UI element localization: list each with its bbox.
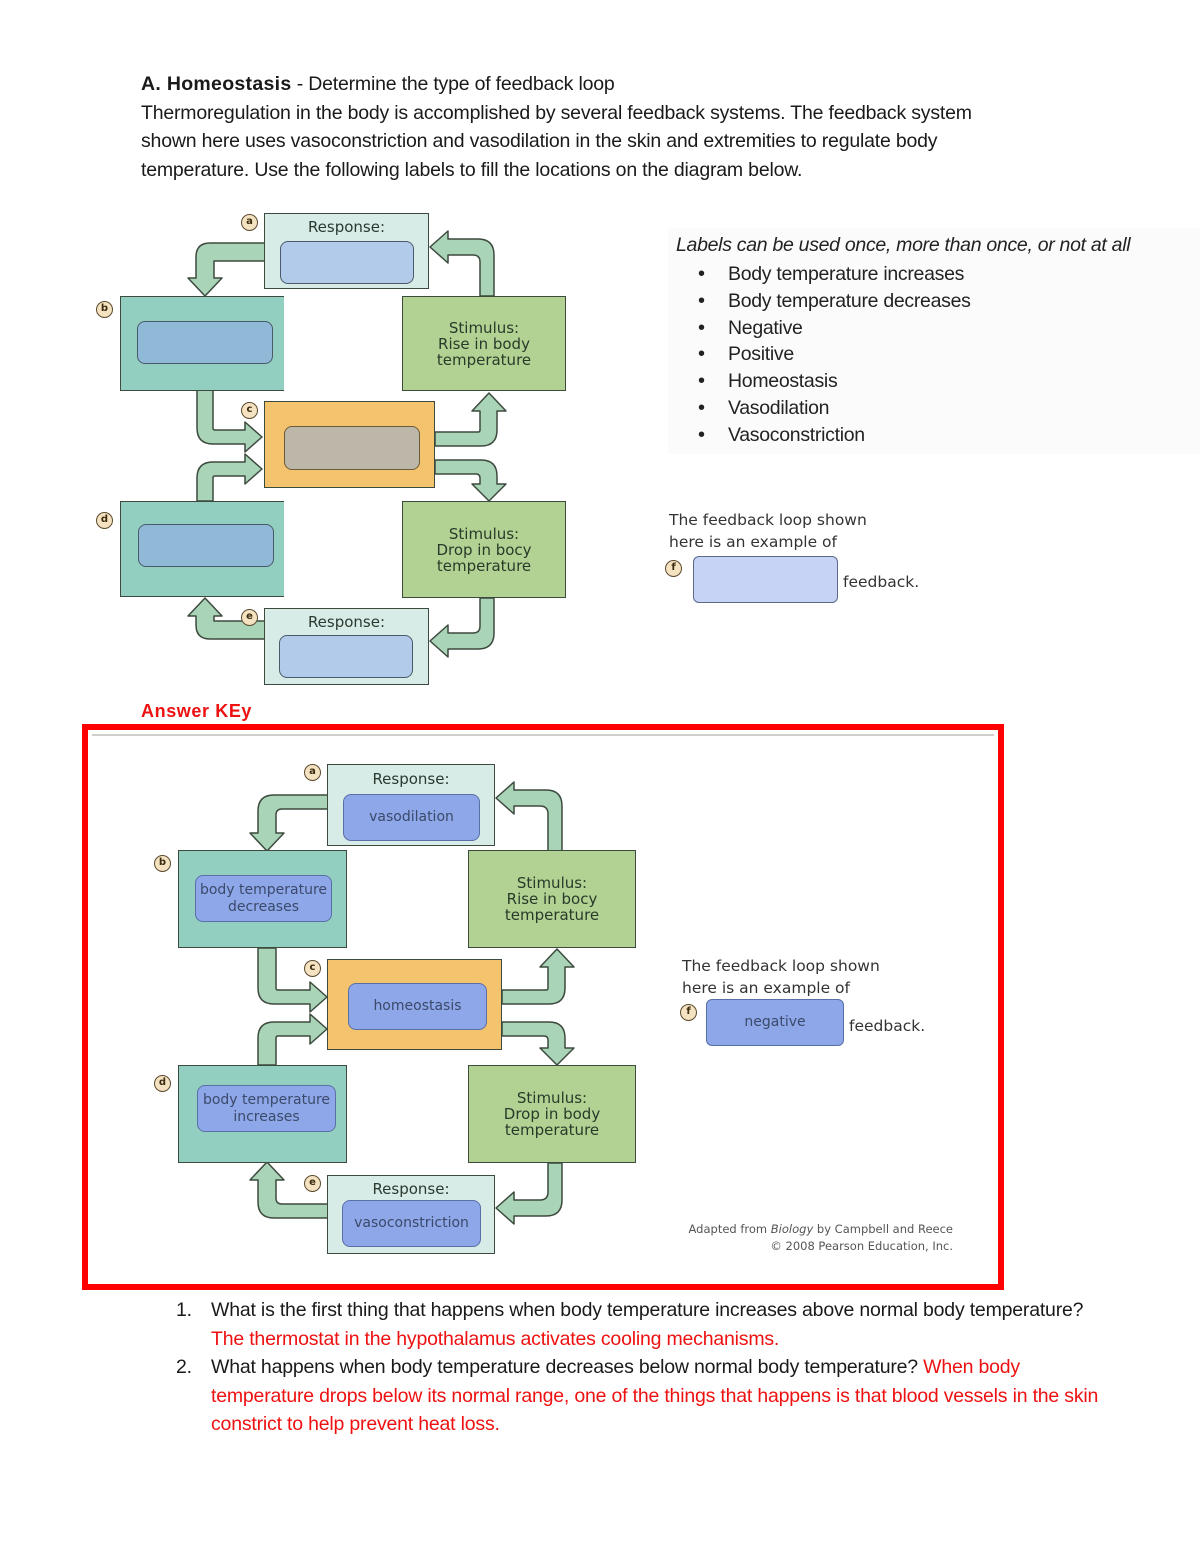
key-slot-c: homeostasis [348, 983, 487, 1030]
key-slot-e: vasoconstriction [342, 1200, 481, 1247]
question-number: 1. [176, 1299, 192, 1321]
credit-pre: Adapted from [688, 1222, 771, 1236]
key-arrow-stimulus-rise-to-a [495, 781, 563, 852]
response-box-bottom: Response: [264, 608, 429, 685]
key-feedback-suffix: feedback. [849, 1017, 926, 1035]
credit-post: by Campbell and Reece [813, 1222, 953, 1236]
control-center-box-c [264, 401, 435, 488]
badge-a: a [241, 214, 258, 231]
key-slot-d: body temperature increases [197, 1085, 336, 1132]
key-feedback-line-2: here is an example of [682, 979, 850, 997]
key-slot-f: negative [706, 999, 844, 1046]
slot-e[interactable] [279, 635, 413, 678]
key-badge-a: a [304, 764, 321, 781]
key-arrow-b-to-c [257, 947, 328, 1013]
stimulus-rise-text: Stimulus: Rise in body temperature [436, 318, 532, 369]
key-stimulus-drop-text: Stimulus: Drop in body temperature [503, 1089, 601, 1139]
feedback-line-1: The feedback loop shown [669, 511, 867, 529]
slot-c[interactable] [284, 426, 420, 470]
stimulus-drop-box: Stimulus: Drop in bocy temperature [402, 501, 566, 598]
feedback-statement: The feedback loop shown here is an examp… [665, 509, 969, 609]
stimulus-drop-text: Stimulus: Drop in bocy temperature [436, 524, 532, 575]
badge-f: f [665, 560, 682, 577]
key-response-box-top: Response: vasodilation [327, 764, 495, 846]
slot-a[interactable] [280, 241, 414, 284]
key-feedback-statement: The feedback loop shown here is an examp… [680, 955, 982, 1055]
intro-line-1: Thermoregulation in the body is accompli… [141, 101, 972, 124]
question-text: What is the first thing that happens whe… [211, 1299, 1084, 1321]
badge-b: b [96, 301, 113, 318]
badge-c: c [241, 402, 258, 419]
credit-line-1: Adapted from Biology by Campbell and Ree… [660, 1221, 953, 1238]
intro-line-2: shown here uses vasoconstriction and vas… [141, 130, 938, 152]
key-badge-e: e [304, 1175, 321, 1192]
response-title-top: Response: [307, 218, 386, 236]
question-number: 2. [176, 1356, 192, 1378]
effector-box-b [120, 296, 284, 391]
stimulus-rise-box: Stimulus: Rise in body temperature [402, 296, 566, 391]
key-arrow-c-to-stimulus-rise [501, 948, 575, 1005]
key-stimulus-drop-box: Stimulus: Drop in body temperature [468, 1065, 636, 1163]
key-stimulus-rise-box: Stimulus: Rise in bocy temperature [468, 850, 636, 948]
key-feedback-line-1: The feedback loop shown [682, 957, 880, 975]
credit-line-2: © 2008 Pearson Education, Inc. [770, 1239, 953, 1253]
badge-e: e [241, 609, 258, 626]
response-title-bottom: Response: [307, 613, 386, 631]
question-item: 1. What is the first thing that happens … [176, 1296, 1116, 1353]
response-box-top: Response: [264, 213, 429, 289]
key-badge-c: c [304, 960, 321, 977]
key-stimulus-rise-text: Stimulus: Rise in bocy temperature [504, 874, 600, 924]
question-text: What happens when body temperature decre… [211, 1356, 924, 1378]
label-item[interactable]: Body temperature increases [668, 261, 971, 288]
section-heading: A. Homeostasis - Determine the type of f… [141, 70, 1101, 99]
questions-list: 1. What is the first thing that happens … [176, 1296, 1116, 1439]
label-item[interactable]: Body temperature decreases [668, 288, 971, 315]
label-item[interactable]: Negative [668, 315, 971, 342]
frame-inner-line [92, 734, 994, 736]
key-response-box-bottom: Response: vasoconstriction [327, 1175, 495, 1254]
answer-key-title: Answer KEy [141, 701, 253, 721]
question-item: 2. What happens when body temperature de… [176, 1353, 1116, 1439]
key-response-title-top: Response: [372, 770, 450, 788]
key-badge-b: b [154, 855, 171, 872]
key-arrow-c-to-stimulus-drop [501, 1021, 575, 1066]
key-control-center-box-c: homeostasis [327, 959, 502, 1050]
key-badge-d: d [154, 1075, 171, 1092]
section-heading-bold: A. Homeostasis [141, 73, 292, 95]
key-arrow-stimulus-drop-to-e [495, 1162, 563, 1225]
section-heading-rest: - Determine the type of feedback loop [291, 73, 615, 95]
slot-d[interactable] [138, 524, 274, 567]
intro-line-3: temperature. Use the following labels to… [141, 158, 803, 181]
feedback-suffix: feedback. [843, 573, 920, 591]
section-intro: A. Homeostasis - Determine the type of f… [141, 70, 1101, 184]
slot-b[interactable] [137, 321, 273, 364]
labels-title: Labels can be used once, more than once,… [676, 234, 1131, 256]
key-response-title-bottom: Response: [372, 1180, 450, 1198]
labels-panel: Labels can be used once, more than once,… [668, 228, 1200, 454]
label-item[interactable]: Positive [668, 341, 971, 368]
key-arrow-d-to-c [257, 1013, 328, 1066]
label-item[interactable]: Vasoconstriction [668, 422, 971, 449]
credit-text: Adapted from Biology by Campbell and Ree… [660, 1221, 953, 1255]
slot-f[interactable] [693, 556, 838, 603]
key-slot-a: vasodilation [343, 794, 480, 841]
key-effector-box-d: body temperature increases [178, 1065, 347, 1163]
answer-text: When body temperature drops below its no… [211, 1356, 1099, 1435]
effector-box-d [120, 501, 284, 597]
key-effector-box-b: body temperature decreases [178, 850, 347, 948]
answer-text: The thermostat in the hypothalamus activ… [211, 1327, 780, 1350]
answer-key-diagram: Response: vasodilation a body temperatur… [154, 764, 982, 1255]
labels-list: Body temperature increases Body temperat… [668, 261, 971, 449]
label-item[interactable]: Vasodilation [668, 395, 971, 422]
key-arrow-a-to-b [249, 794, 329, 852]
badge-d: d [96, 512, 113, 529]
credit-book-title: Biology [770, 1222, 814, 1236]
key-slot-b: body temperature decreases [195, 875, 332, 922]
label-item[interactable]: Homeostasis [668, 368, 971, 395]
feedback-line-2: here is an example of [669, 533, 837, 551]
key-badge-f: f [680, 1004, 697, 1021]
